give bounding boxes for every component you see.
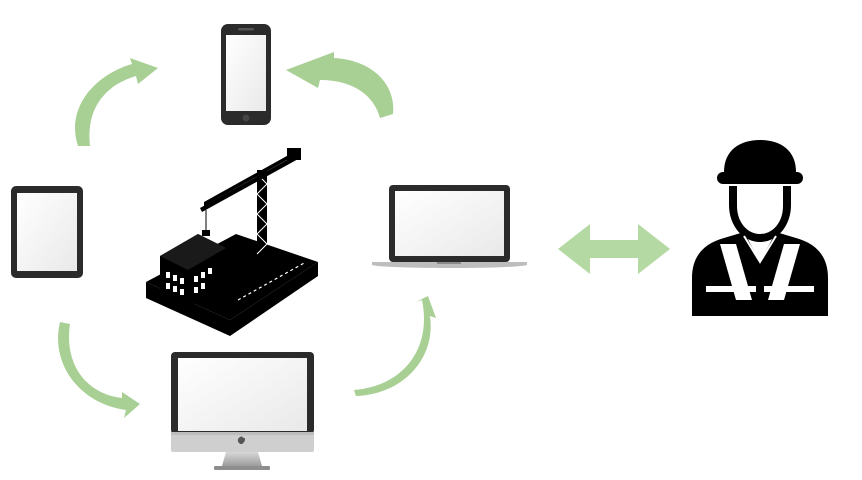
construction-site-icon (146, 148, 318, 336)
smartphone-icon (221, 24, 271, 125)
tablet-icon (11, 186, 83, 278)
desktop-monitor-icon (171, 352, 314, 470)
double-headed-arrow-icon (558, 224, 670, 274)
arc-arrow-top-right (286, 52, 394, 118)
construction-worker-icon (692, 140, 828, 316)
arc-arrow-bottom-left (58, 322, 140, 418)
cycle-arrows (58, 52, 436, 418)
arc-arrow-top-left (75, 58, 158, 146)
arc-arrow-bottom-right (354, 296, 436, 396)
laptop-icon (372, 185, 527, 268)
